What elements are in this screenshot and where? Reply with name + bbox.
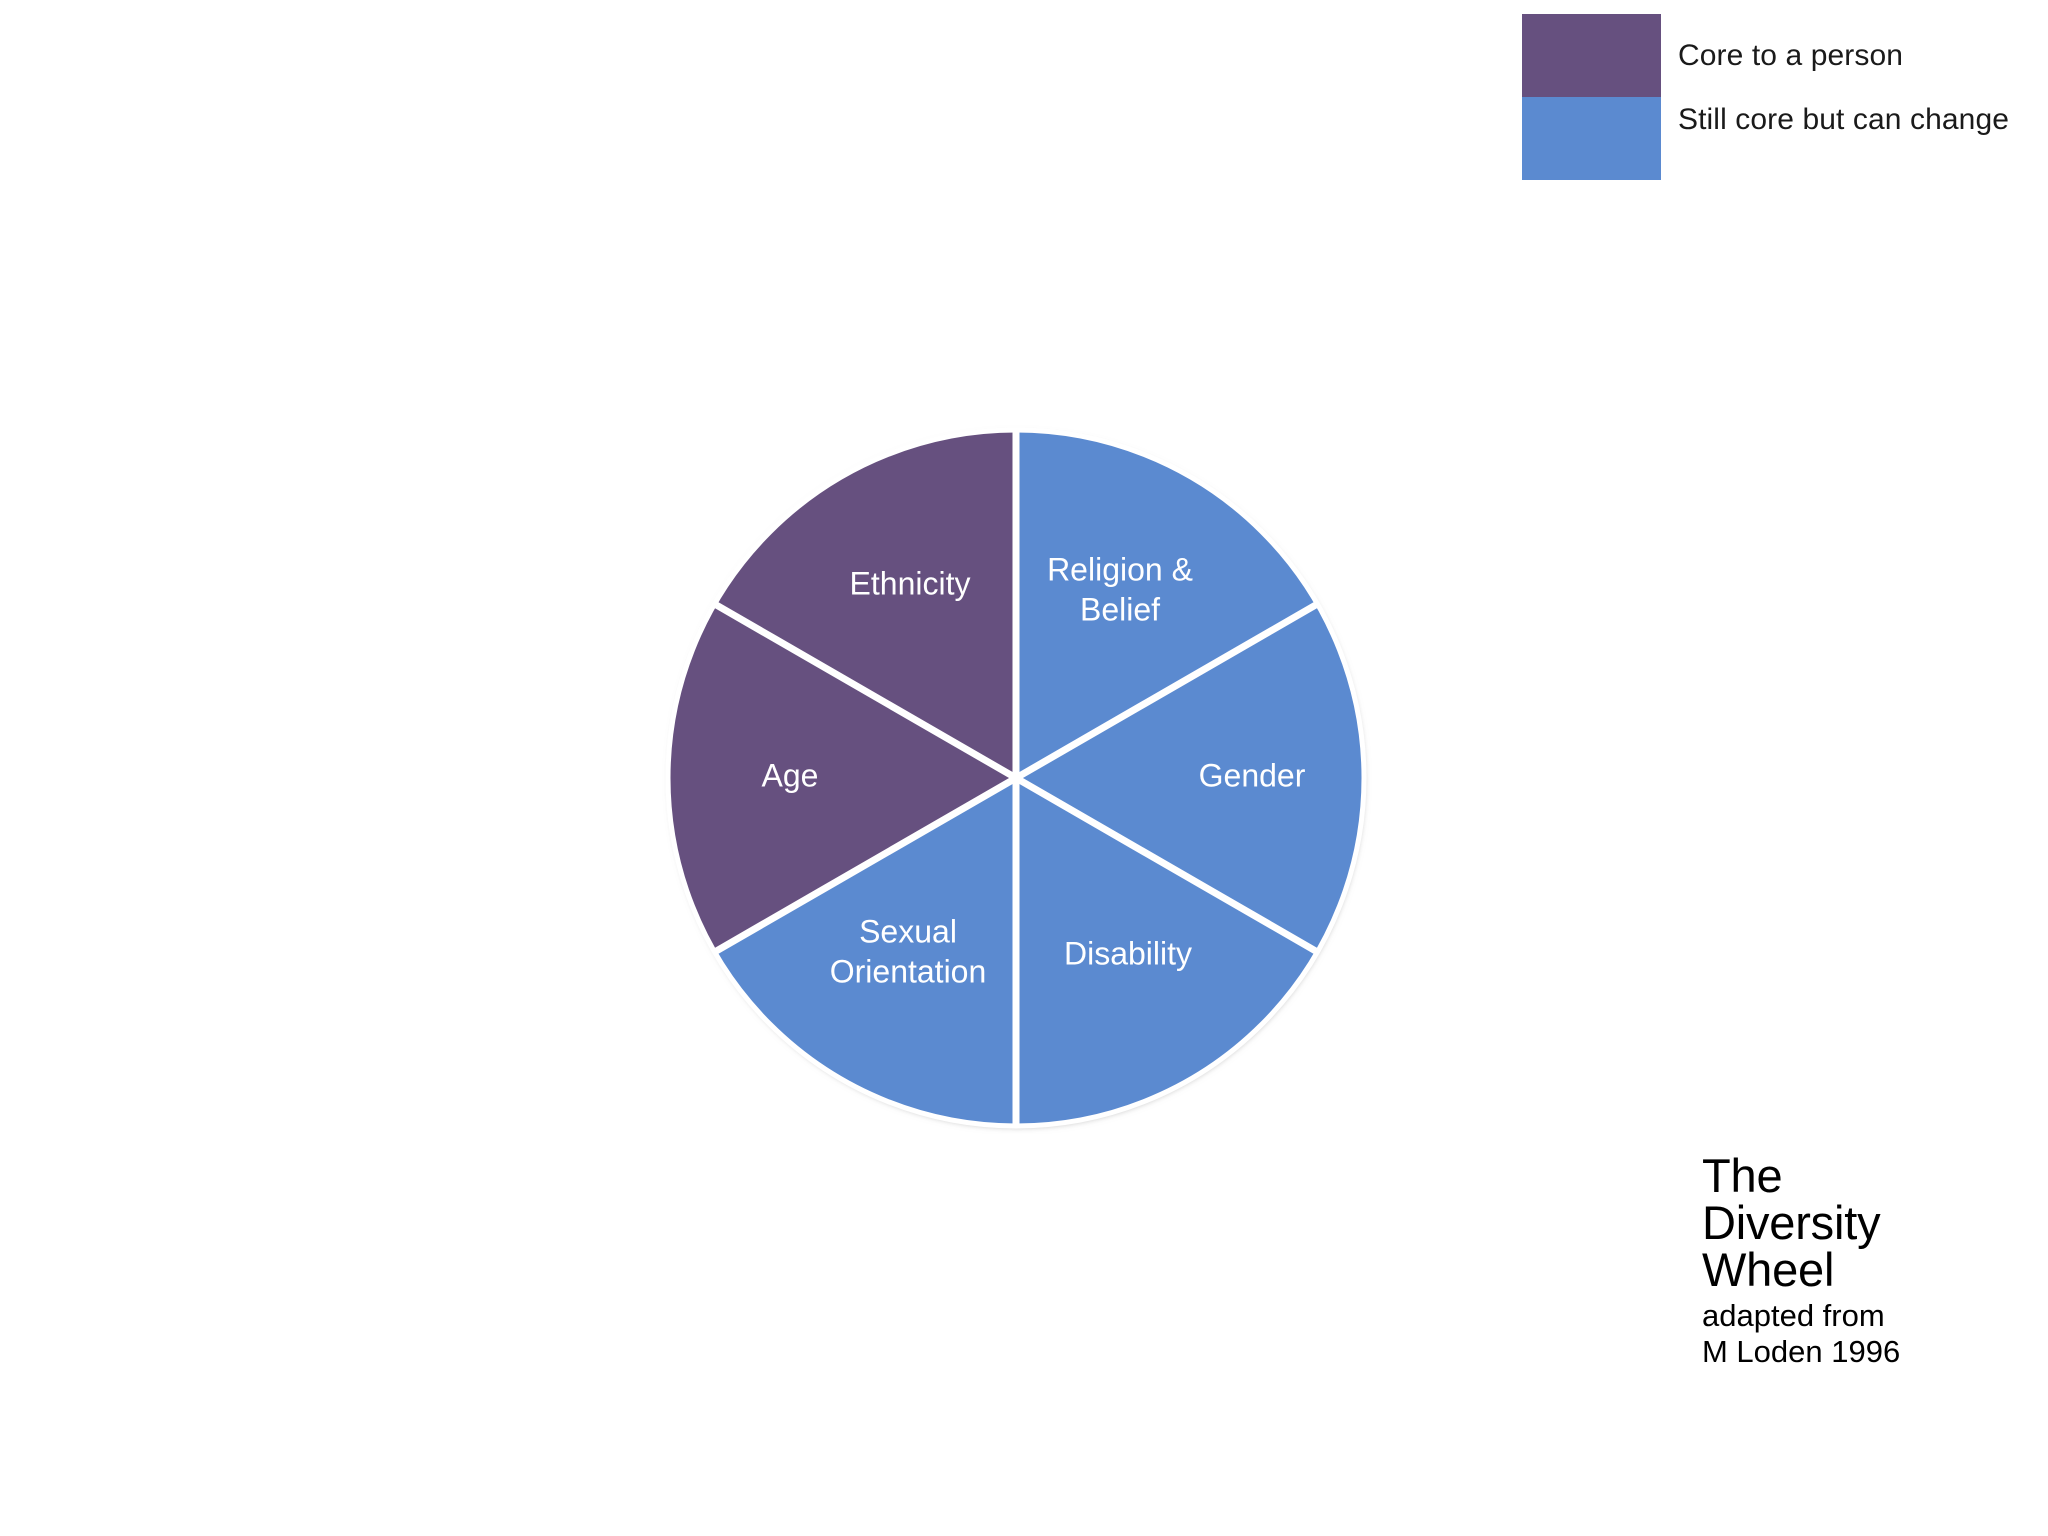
pie-outer-rim: [665, 427, 1367, 1129]
pie-label-religion-belief-line1: Religion &: [1047, 551, 1193, 587]
chart-subtitle-line-1: adapted from: [1702, 1298, 1885, 1333]
pie-label-religion-belief-line2: Belief: [1080, 591, 1160, 627]
chart-title: The Diversity Wheel: [1702, 1152, 2042, 1293]
legend-swatch-changeable-icon: [1522, 97, 1661, 180]
legend-label-changeable: Still core but can change: [1678, 103, 2010, 136]
legend-item-core[interactable]: Core to a person: [1522, 14, 2042, 97]
pie-label-ethnicity: Ethnicity: [850, 565, 971, 601]
pie-divider-lines: [712, 430, 1320, 1126]
chart-subtitle-line-2: M Loden 1996: [1702, 1333, 1901, 1369]
chart-legend: Core to a person Still core but can chan…: [1522, 14, 2042, 180]
pie-label-gender: Gender: [1199, 757, 1306, 793]
pie-chart-svg: Religion & Belief Gender Disability Sexu…: [665, 427, 1367, 1129]
title-block: The Diversity Wheel adapted from M Loden…: [1702, 1152, 2042, 1369]
diversity-wheel-chart: Religion & Belief Gender Disability Sexu…: [660, 422, 1372, 1134]
legend-item-changeable[interactable]: Still core but can change: [1522, 97, 2042, 180]
chart-subtitle: adapted from M Loden 1996: [1702, 1298, 2042, 1369]
pie-slice-age[interactable]: [667, 604, 1016, 952]
pie-label-age: Age: [762, 757, 819, 793]
pie-slice-disability[interactable]: [1016, 778, 1318, 1126]
pie-label-disability: Disability: [1064, 935, 1192, 971]
legend-label-core: Core to a person: [1678, 38, 1904, 72]
chart-title-line-2: Diversity: [1702, 1196, 1881, 1249]
pie-label-sexual-orientation-line1: Sexual: [859, 913, 957, 949]
pie-slice-gender[interactable]: [1016, 604, 1365, 952]
pie-slice-religion-belief[interactable]: [1016, 430, 1318, 778]
pie-slice-ethnicity[interactable]: [714, 430, 1016, 778]
chart-title-line-1: The: [1702, 1149, 1783, 1202]
legend-swatch-core-icon: [1522, 14, 1661, 97]
chart-title-line-3: Wheel: [1702, 1243, 1835, 1296]
pie-slice-sexual-orientation[interactable]: [714, 778, 1016, 1126]
pie-label-sexual-orientation-line2: Orientation: [830, 953, 987, 989]
